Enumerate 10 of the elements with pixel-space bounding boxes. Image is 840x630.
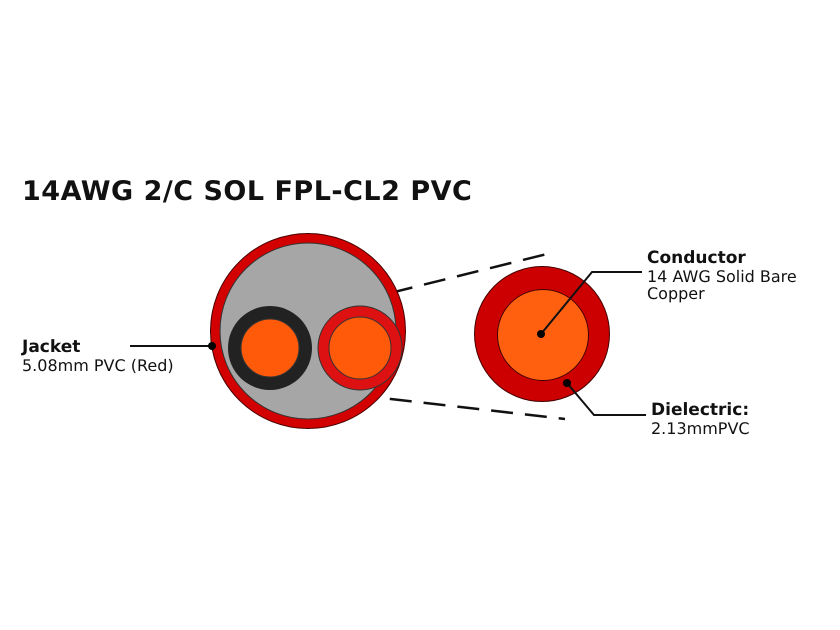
leader-line [130, 342, 216, 350]
label-heading: Conductor [647, 249, 747, 268]
label-heading: Dielectric: [651, 401, 750, 420]
label-text: 14 AWG Solid Bare Copper [647, 268, 798, 303]
leader-line [563, 379, 646, 416]
leader-line [537, 271, 642, 338]
diagram-title: 14AWG 2/C SOL FPL-CL2 PVC [22, 176, 472, 207]
label-heading: Jacket [22, 338, 82, 357]
label-text: 2.13mmPVC [651, 420, 750, 438]
label-text: 5.08mm PVC (Red) [22, 356, 174, 374]
